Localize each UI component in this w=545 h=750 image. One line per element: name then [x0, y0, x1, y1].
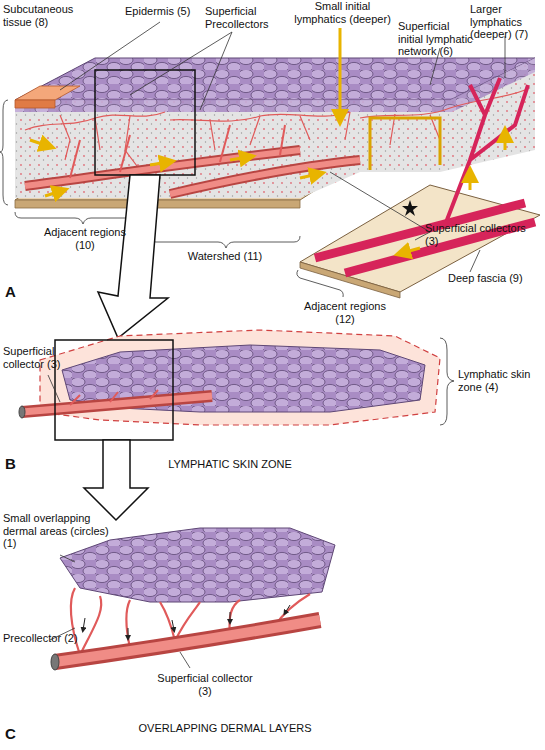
precollector	[126, 600, 130, 648]
collector-tube	[22, 396, 212, 412]
tube-end	[51, 654, 59, 670]
collector-tube	[170, 160, 360, 194]
part-label: Superficial collectors (3)	[425, 222, 535, 247]
lymph-vessel	[360, 90, 525, 118]
flow-arrow	[30, 140, 48, 146]
brace	[150, 236, 300, 248]
collector-tube	[55, 620, 320, 662]
larger-lymphatic	[445, 78, 528, 225]
part-label: Small overlapping dermal areas (circles)…	[3, 512, 113, 550]
part-label: Superficial initial lymphatic network (6…	[398, 20, 476, 58]
epidermis	[15, 86, 80, 100]
region-label: Adjacent regions (12)	[300, 300, 390, 325]
part-label: Superficial collector (3)	[3, 345, 63, 370]
flow-arrow	[172, 620, 174, 630]
subcutaneous-tissue	[15, 58, 535, 198]
zoom-arrow	[84, 440, 148, 520]
tube-end	[19, 406, 25, 418]
region-label: Watershed (11)	[175, 250, 275, 263]
precollector	[160, 602, 175, 641]
leader-line	[505, 36, 506, 78]
collector-tube	[55, 620, 320, 662]
lymph-vessel	[210, 112, 350, 150]
leader-line	[180, 652, 190, 668]
flow-arrow	[150, 162, 168, 165]
flow-arrow	[45, 191, 61, 196]
leader-lines	[0, 22, 505, 297]
flow-arrows	[83, 605, 290, 638]
leader-line	[330, 172, 430, 232]
flow-arrow	[300, 174, 318, 178]
leader-line	[200, 32, 232, 110]
skin-surface	[15, 58, 535, 100]
flow-arrow	[469, 174, 472, 190]
part-label: Superficial collector (3)	[150, 672, 260, 697]
panel-letter: C	[5, 725, 25, 742]
flow-arrow	[83, 618, 85, 630]
part-label: Epidermis (5)	[125, 5, 195, 18]
bracket	[440, 338, 454, 425]
panel-title: LYMPHATIC SKIN ZONE	[100, 458, 360, 471]
brace	[297, 270, 343, 297]
precollector	[80, 596, 101, 655]
panel-letter: A	[5, 283, 25, 300]
part-label: Precollector (2)	[3, 632, 78, 645]
flow-arrow	[339, 28, 342, 118]
precollector	[71, 588, 80, 655]
deep-collector	[345, 222, 535, 273]
leader-lines	[50, 555, 190, 668]
leader-line	[130, 32, 232, 95]
flow-arrow	[504, 134, 507, 150]
part-label: Subcutaneous tissue (8)	[3, 3, 83, 28]
panel-letter: B	[5, 455, 25, 472]
panel-title: OVERLAPPING DERMAL LAYERS	[95, 722, 355, 735]
leader-line	[48, 375, 60, 402]
dermal-areas	[60, 528, 335, 602]
precollector	[70, 125, 285, 178]
superficial-collectors	[25, 125, 360, 194]
flow-arrow	[285, 605, 290, 613]
flow-arrow	[230, 157, 248, 160]
flow-arrow	[402, 248, 420, 253]
part-label: Deep fascia (9)	[448, 272, 538, 285]
collector-tube	[25, 150, 300, 186]
region-label: Adjacent regions (10)	[35, 226, 135, 251]
flow-arrow	[128, 628, 129, 638]
leader-line	[60, 22, 160, 90]
part-label: Small initial lymphatics (deeper)	[290, 0, 395, 25]
collector-tube	[25, 150, 300, 186]
part-label: Lymphatic skin zone (4)	[458, 368, 543, 393]
bracket	[0, 100, 8, 205]
precollector	[70, 390, 158, 405]
epidermis-edge	[15, 100, 55, 108]
leader-line	[60, 555, 75, 562]
deep-lymphatics	[315, 78, 535, 273]
part-label: Superficial Precollectors	[205, 5, 280, 30]
flow-arrow	[230, 612, 231, 622]
zoom-arrow	[98, 175, 168, 338]
star-mark	[402, 200, 418, 216]
leader-line	[470, 250, 480, 272]
inset-frame	[55, 340, 173, 440]
part-label: Larger lymphatics (deeper) (7)	[470, 3, 542, 41]
collector-tube	[22, 396, 212, 412]
collector-tube	[170, 160, 360, 194]
skin-surface-front	[15, 58, 535, 112]
watershed-path	[370, 118, 440, 170]
